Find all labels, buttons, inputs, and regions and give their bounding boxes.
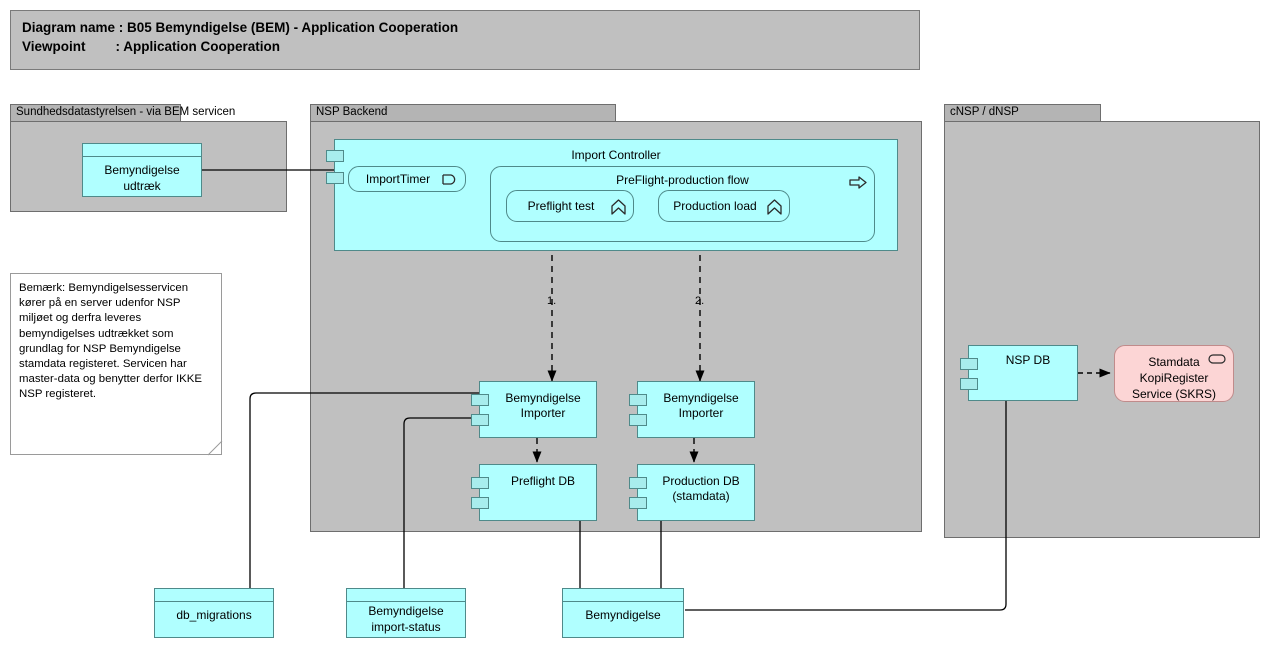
element-label: Bemyndigelse udtræk: [104, 163, 180, 193]
note-fold-corner: [207, 440, 221, 454]
element-label: Import Controller: [571, 148, 661, 162]
edge-label-flow-2: 2.: [695, 295, 705, 307]
application-process-chevron-icon: [611, 199, 626, 215]
element-bemyndigelse-udtraek[interactable]: Bemyndigelse udtræk: [82, 143, 202, 197]
element-label: NSP DB: [1005, 353, 1051, 367]
component-tab-top: [960, 358, 978, 370]
data-object-bar: [83, 144, 201, 157]
group-label-sundhedsdatastyrelsen: Sundhedsdatastyrelsen - via BEM servicen: [16, 106, 236, 118]
data-object-bar: [155, 589, 273, 602]
element-label: Preflight test: [527, 199, 595, 213]
component-tab-bottom: [629, 497, 647, 509]
component-tab-bottom: [471, 414, 489, 426]
element-label: Stamdata KopiRegister Service (SKRS): [1131, 355, 1217, 401]
group-label-cnsp-dnsp: cNSP / dNSP: [950, 106, 1019, 118]
group-cnsp-dnsp[interactable]: cNSP / dNSP: [944, 104, 1260, 538]
application-service-oval-icon: [1208, 354, 1226, 364]
element-label: Bemyndigelse: [585, 608, 661, 622]
diagram-name-line: Diagram name : B05 Bemyndigelse (BEM) - …: [22, 20, 459, 35]
element-label: PreFlight-production flow: [616, 173, 749, 187]
element-import-timer[interactable]: ImportTimer: [348, 166, 466, 192]
note-text: Bemærk: Bemyndigelsesservicen kører på e…: [19, 282, 202, 401]
element-bemyndigelse-importer-1[interactable]: Bemyndigelse Importer: [471, 381, 597, 438]
component-tab-bottom: [471, 497, 489, 509]
element-preflight-test[interactable]: Preflight test: [506, 190, 634, 222]
element-db-migrations[interactable]: db_migrations: [154, 588, 274, 638]
element-label: Production DB (stamdata): [662, 474, 740, 503]
element-label: Bemyndigelse import-status: [368, 604, 444, 634]
component-tab-bottom: [629, 414, 647, 426]
component-tab-top: [471, 394, 489, 406]
component-tab-top: [471, 477, 489, 489]
element-preflight-db[interactable]: Preflight DB: [471, 464, 597, 521]
element-preflight-production-flow[interactable]: PreFlight-production flow: [490, 166, 875, 242]
diagram-title-banner: Diagram name : B05 Bemyndigelse (BEM) - …: [10, 10, 920, 70]
element-bemyndigelse-import-status[interactable]: Bemyndigelse import-status: [346, 588, 466, 638]
arrow-right-icon: [849, 176, 867, 189]
element-nsp-db[interactable]: NSP DB: [960, 345, 1078, 401]
element-production-load[interactable]: Production load: [658, 190, 790, 222]
element-bemyndigelse-importer-2[interactable]: Bemyndigelse Importer: [629, 381, 755, 438]
viewpoint-line: Viewpoint : Application Cooperation: [22, 39, 281, 54]
element-label: ImportTimer: [365, 172, 431, 186]
component-tab-top: [629, 477, 647, 489]
component-tab-top: [326, 150, 344, 162]
element-skrs[interactable]: Stamdata KopiRegister Service (SKRS): [1114, 345, 1234, 402]
element-label: Bemyndigelse Importer: [505, 391, 581, 420]
group-tab-sundhedsdatastyrelsen: Sundhedsdatastyrelsen - via BEM servicen: [10, 104, 235, 122]
component-tab-bottom: [326, 172, 344, 184]
component-tab-bottom: [960, 378, 978, 390]
element-label: Bemyndigelse Importer: [663, 391, 739, 420]
group-tab-cnsp-dnsp: cNSP / dNSP: [944, 104, 1101, 122]
group-label-nsp-backend: NSP Backend: [316, 106, 388, 118]
element-production-db[interactable]: Production DB (stamdata): [629, 464, 755, 521]
element-label: Production load: [673, 199, 757, 213]
note-bemyndigelsesservice: Bemærk: Bemyndigelsesservicen kører på e…: [10, 273, 222, 455]
element-label: Preflight DB: [510, 474, 576, 488]
edge-label-flow-1: 1.: [547, 295, 557, 307]
group-body-cnsp-dnsp: [944, 121, 1260, 538]
element-bemyndigelse[interactable]: Bemyndigelse: [562, 588, 684, 638]
application-service-icon: [442, 174, 458, 185]
group-tab-nsp-backend: NSP Backend: [310, 104, 616, 122]
component-tab-top: [629, 394, 647, 406]
data-object-bar: [563, 589, 683, 602]
element-label: db_migrations: [176, 608, 252, 622]
data-object-bar: [347, 589, 465, 602]
application-process-chevron-icon: [767, 199, 782, 215]
